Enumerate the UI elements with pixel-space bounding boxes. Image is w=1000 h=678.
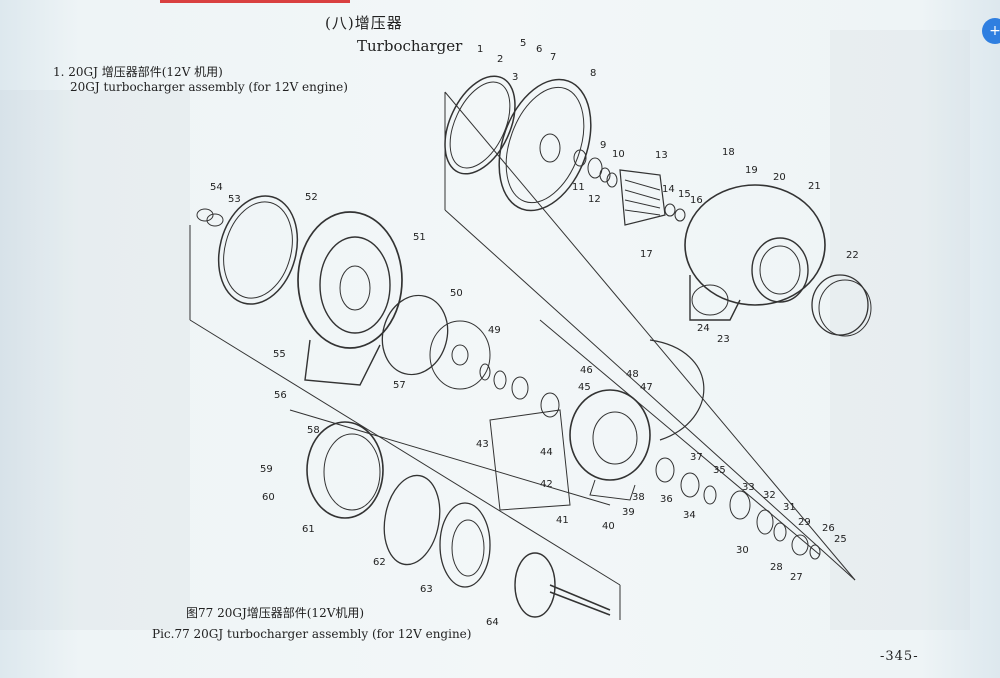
part-label: 46 <box>580 365 593 376</box>
part-label: 33 <box>742 482 755 493</box>
part-label: 1 <box>477 44 483 55</box>
part-label: 55 <box>273 349 286 360</box>
part-label: 22 <box>846 250 859 261</box>
part-label: 56 <box>274 390 287 401</box>
part-label: 24 <box>697 323 710 334</box>
part-label: 49 <box>488 325 501 336</box>
part-label: 14 <box>662 184 675 195</box>
part-label: 44 <box>540 447 553 458</box>
part-label: 9 <box>600 140 606 151</box>
part-label: 20 <box>773 172 786 183</box>
part-label: 3 <box>512 72 518 83</box>
part-label: 18 <box>722 147 735 158</box>
part-label: 41 <box>556 515 569 526</box>
part-label: 59 <box>260 464 273 475</box>
part-label: 30 <box>736 545 749 556</box>
part-label: 35 <box>713 465 726 476</box>
part-label: 57 <box>393 380 406 391</box>
part-label: 63 <box>420 584 433 595</box>
part-label: 50 <box>450 288 463 299</box>
part-label: 7 <box>550 52 556 63</box>
figure-caption-cn: 图77 20GJ增压器部件(12V机用) <box>186 606 365 620</box>
part-label: 2 <box>497 54 503 65</box>
part-label: 54 <box>210 182 223 193</box>
part-label: 25 <box>834 534 847 545</box>
part-label: 5 <box>520 38 526 49</box>
part-label: 39 <box>622 507 635 518</box>
part-label: 60 <box>262 492 275 503</box>
part-label: 11 <box>572 182 585 193</box>
part-label: 6 <box>536 44 542 55</box>
part-label: 12 <box>588 194 601 205</box>
part-label: 21 <box>808 181 821 192</box>
part-label: 19 <box>745 165 758 176</box>
part-label: 10 <box>612 149 625 160</box>
part-label: 34 <box>683 510 696 521</box>
part-label: 38 <box>632 492 645 503</box>
part-label: 23 <box>717 334 730 345</box>
page-number: -345- <box>880 649 919 664</box>
figure-caption-en: Pic.77 20GJ turbocharger assembly (for 1… <box>152 627 472 641</box>
bleed-through-left <box>0 90 190 630</box>
part-label: 8 <box>590 68 596 79</box>
part-label: 16 <box>690 195 703 206</box>
part-label: 13 <box>655 150 668 161</box>
plus-icon[interactable]: + <box>982 18 1000 44</box>
item-heading-en: 20GJ turbocharger assembly (for 12V engi… <box>70 80 348 94</box>
part-label: 17 <box>640 249 653 260</box>
section-title-cn: (八)增压器 <box>325 14 403 32</box>
part-label: 15 <box>678 189 691 200</box>
part-label: 40 <box>602 521 615 532</box>
part-label: 51 <box>413 232 426 243</box>
part-label: 27 <box>790 572 803 583</box>
part-label: 64 <box>486 617 499 628</box>
part-label: 42 <box>540 479 553 490</box>
part-label: 31 <box>783 502 796 513</box>
part-label: 47 <box>640 382 653 393</box>
bleed-through-right <box>830 30 970 630</box>
part-label: 52 <box>305 192 318 203</box>
top-accent-line <box>160 0 350 3</box>
part-label: 61 <box>302 524 315 535</box>
part-label: 28 <box>770 562 783 573</box>
part-label: 43 <box>476 439 489 450</box>
part-label: 36 <box>660 494 673 505</box>
part-label: 37 <box>690 452 703 463</box>
part-label: 29 <box>798 517 811 528</box>
item-heading-cn: 1. 20GJ 增压器部件(12V 机用) <box>53 65 223 79</box>
part-label: 58 <box>307 425 320 436</box>
part-label: 48 <box>626 369 639 380</box>
part-label: 62 <box>373 557 386 568</box>
part-label: 45 <box>578 382 591 393</box>
part-label: 26 <box>822 523 835 534</box>
section-title-en: Turbocharger <box>357 37 463 55</box>
part-label: 53 <box>228 194 241 205</box>
part-label: 32 <box>763 490 776 501</box>
